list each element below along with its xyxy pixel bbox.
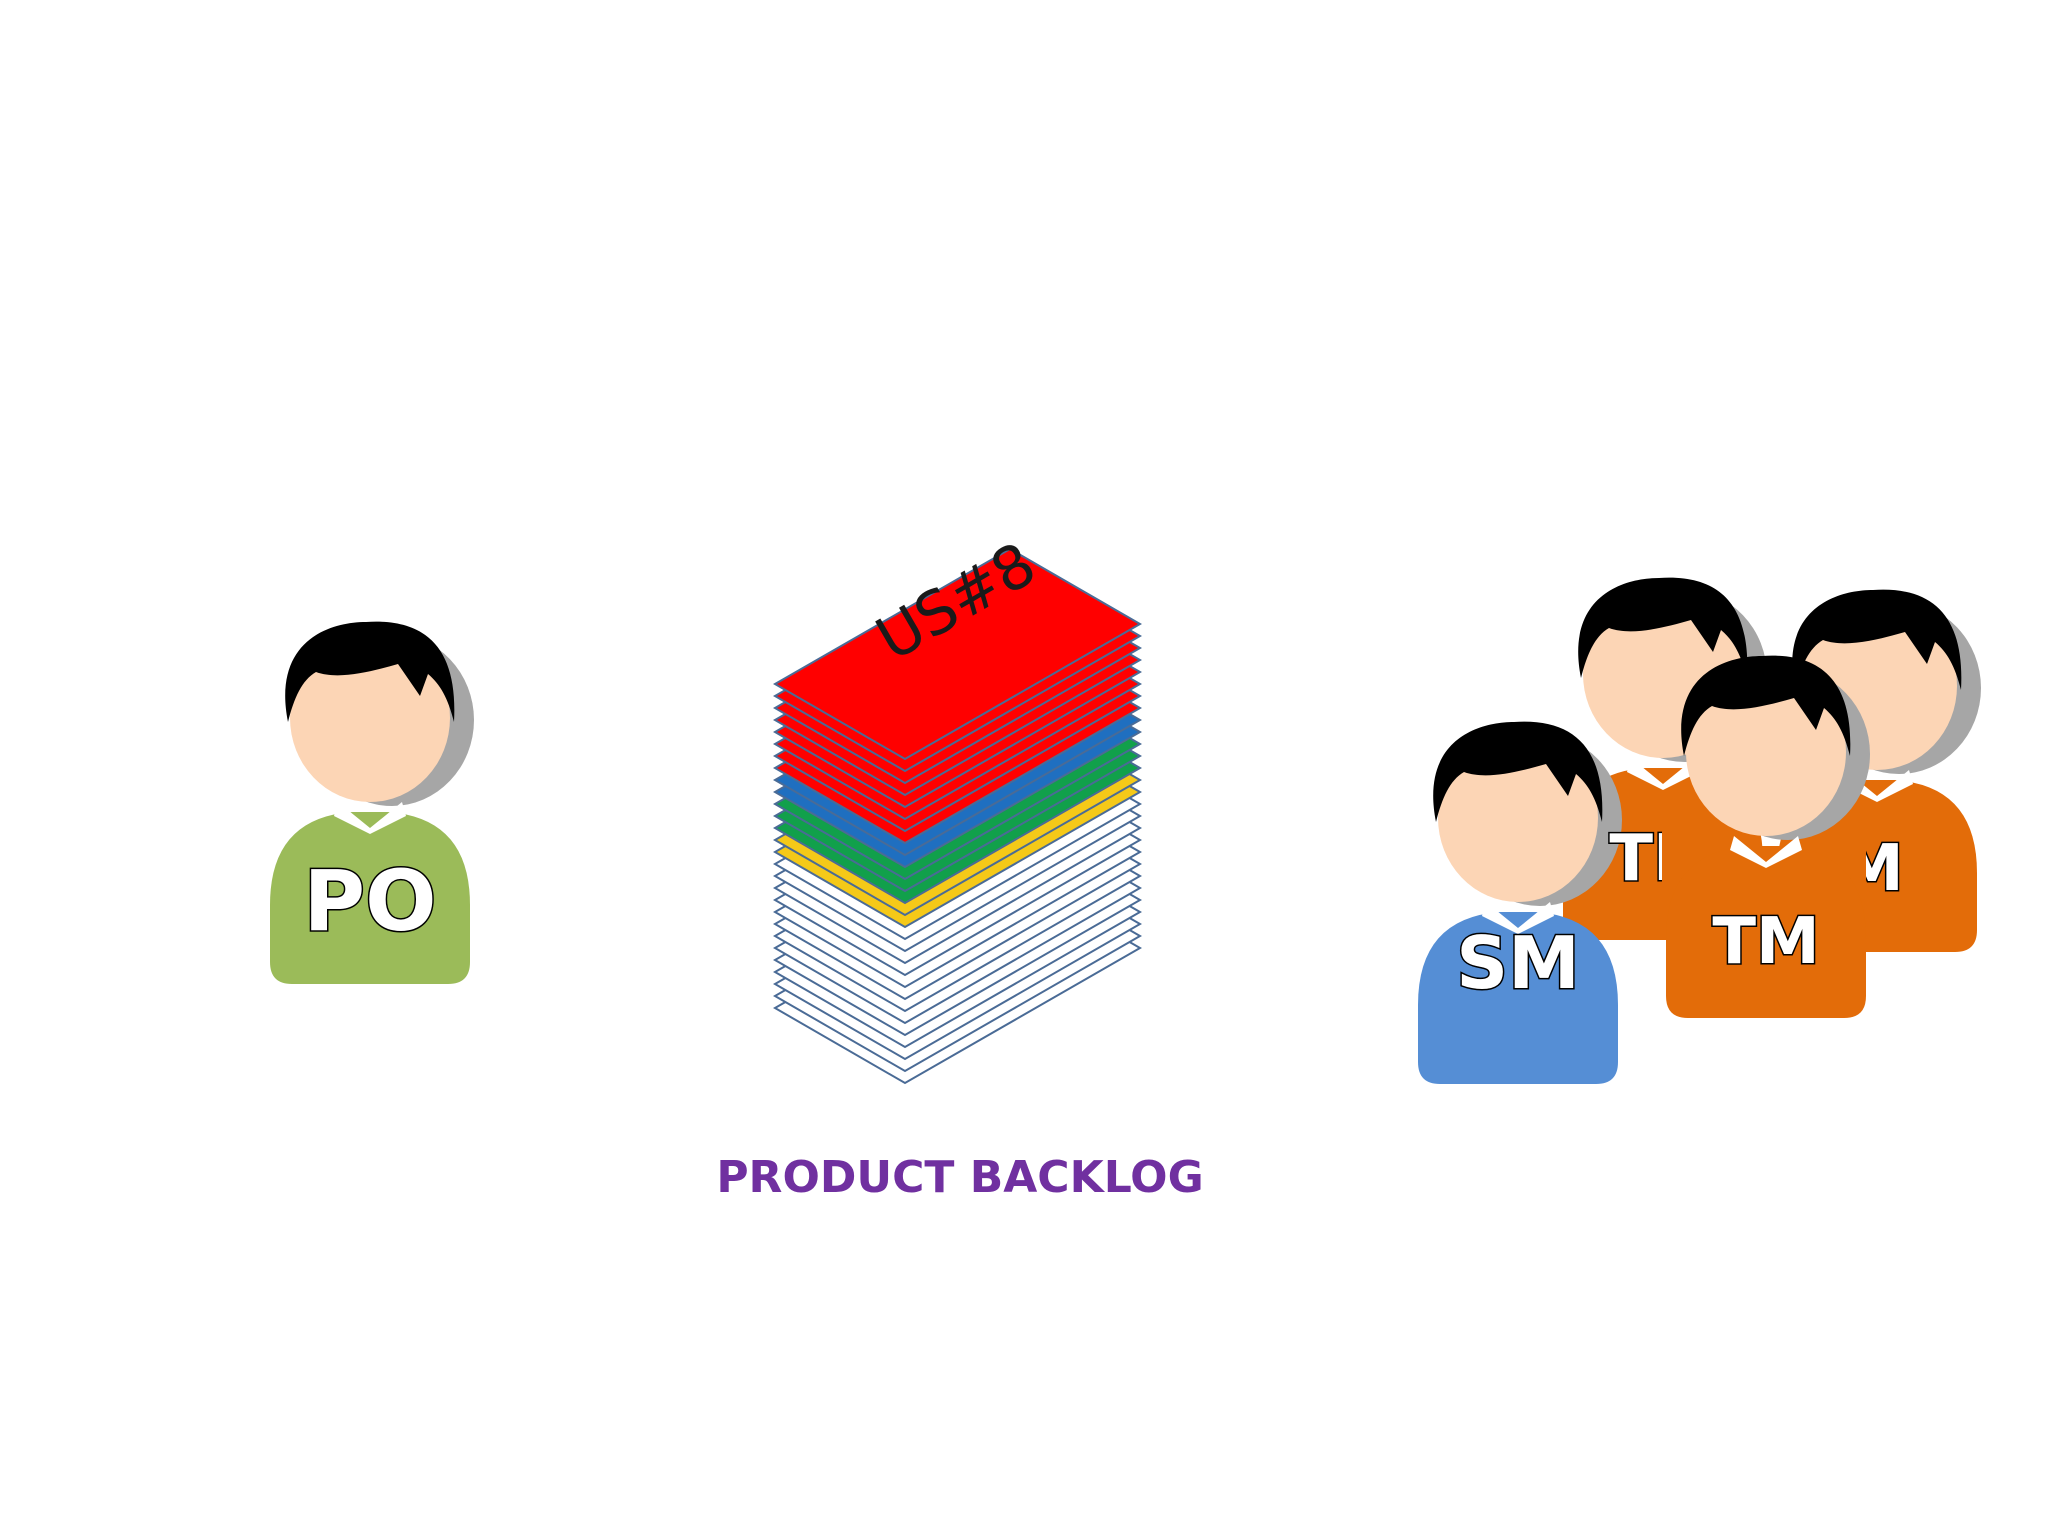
tm-back-left-label-group: TM xyxy=(1608,821,1716,898)
person-collar xyxy=(1482,902,1554,934)
product-backlog-stack xyxy=(772,547,1143,1085)
po-label: PO xyxy=(304,852,437,950)
tm-back-right-label: TM xyxy=(1796,832,1903,906)
scrum-master-figure xyxy=(1418,721,1622,1084)
person-hair xyxy=(1433,721,1603,822)
person-body xyxy=(1666,846,1866,1018)
tm-back-right-label-group: TM xyxy=(1796,831,1905,908)
product-owner-figure xyxy=(270,621,474,984)
person-hair xyxy=(1681,655,1851,756)
sm-label: SM xyxy=(1456,921,1580,1005)
person-hair xyxy=(285,621,455,722)
person-body xyxy=(1418,912,1618,1084)
tm-front-label: TM xyxy=(1712,905,1819,979)
person-body xyxy=(270,812,470,984)
person-hair xyxy=(1578,577,1748,678)
team-member-front-figure xyxy=(1666,655,1870,1018)
tm-back-left-label: TM xyxy=(1609,822,1716,896)
backlog-top-card xyxy=(772,547,1143,761)
product-backlog-title: PRODUCT BACKLOG xyxy=(716,1152,1203,1203)
person-collar xyxy=(334,802,406,834)
person-hair xyxy=(1792,589,1962,690)
person-collar xyxy=(1730,836,1802,868)
